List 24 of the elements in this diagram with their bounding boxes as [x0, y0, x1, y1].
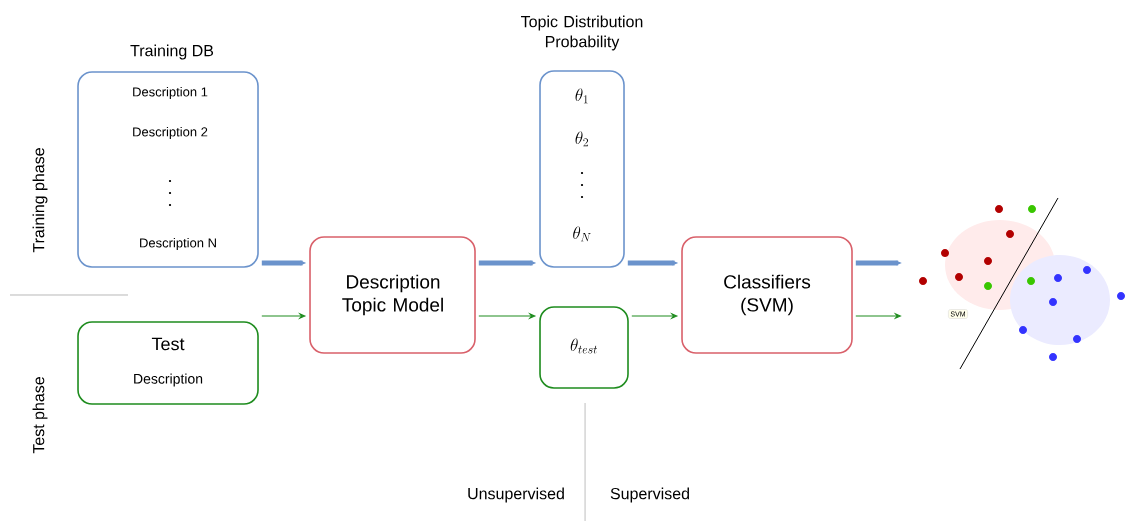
formula: $\theta_{test}$	[570, 338, 598, 354]
box-text: Classifiers (SVM)	[724, 274, 811, 316]
process-box	[309, 236, 476, 354]
box-text: Description N	[140, 237, 216, 251]
vector-box	[539, 306, 629, 389]
test-box	[77, 321, 259, 405]
phase-label: Test phase	[32, 377, 48, 454]
box-text: Test	[151, 337, 185, 351]
box-title: Training DB	[130, 44, 214, 60]
box-text: Description 2	[133, 126, 208, 140]
formula: $\theta_1$	[575, 88, 588, 104]
formula: $\theta_2$	[575, 131, 589, 147]
box-title: Topic Distribution Probability	[521, 15, 643, 51]
phase-label: Training phase	[32, 148, 48, 253]
box-text: Description	[134, 373, 203, 387]
formula: $\theta_N$	[573, 226, 591, 242]
box-text: Description Topic Model	[342, 274, 443, 316]
vector-box	[521, 15, 643, 268]
scatter-plot-drawing	[919, 197, 1125, 370]
region-label: Unsupervised	[468, 487, 564, 503]
process-box	[681, 236, 853, 354]
region-label: Supervised	[610, 487, 689, 503]
database-box	[77, 44, 259, 268]
box-text: Description 1	[133, 86, 208, 100]
